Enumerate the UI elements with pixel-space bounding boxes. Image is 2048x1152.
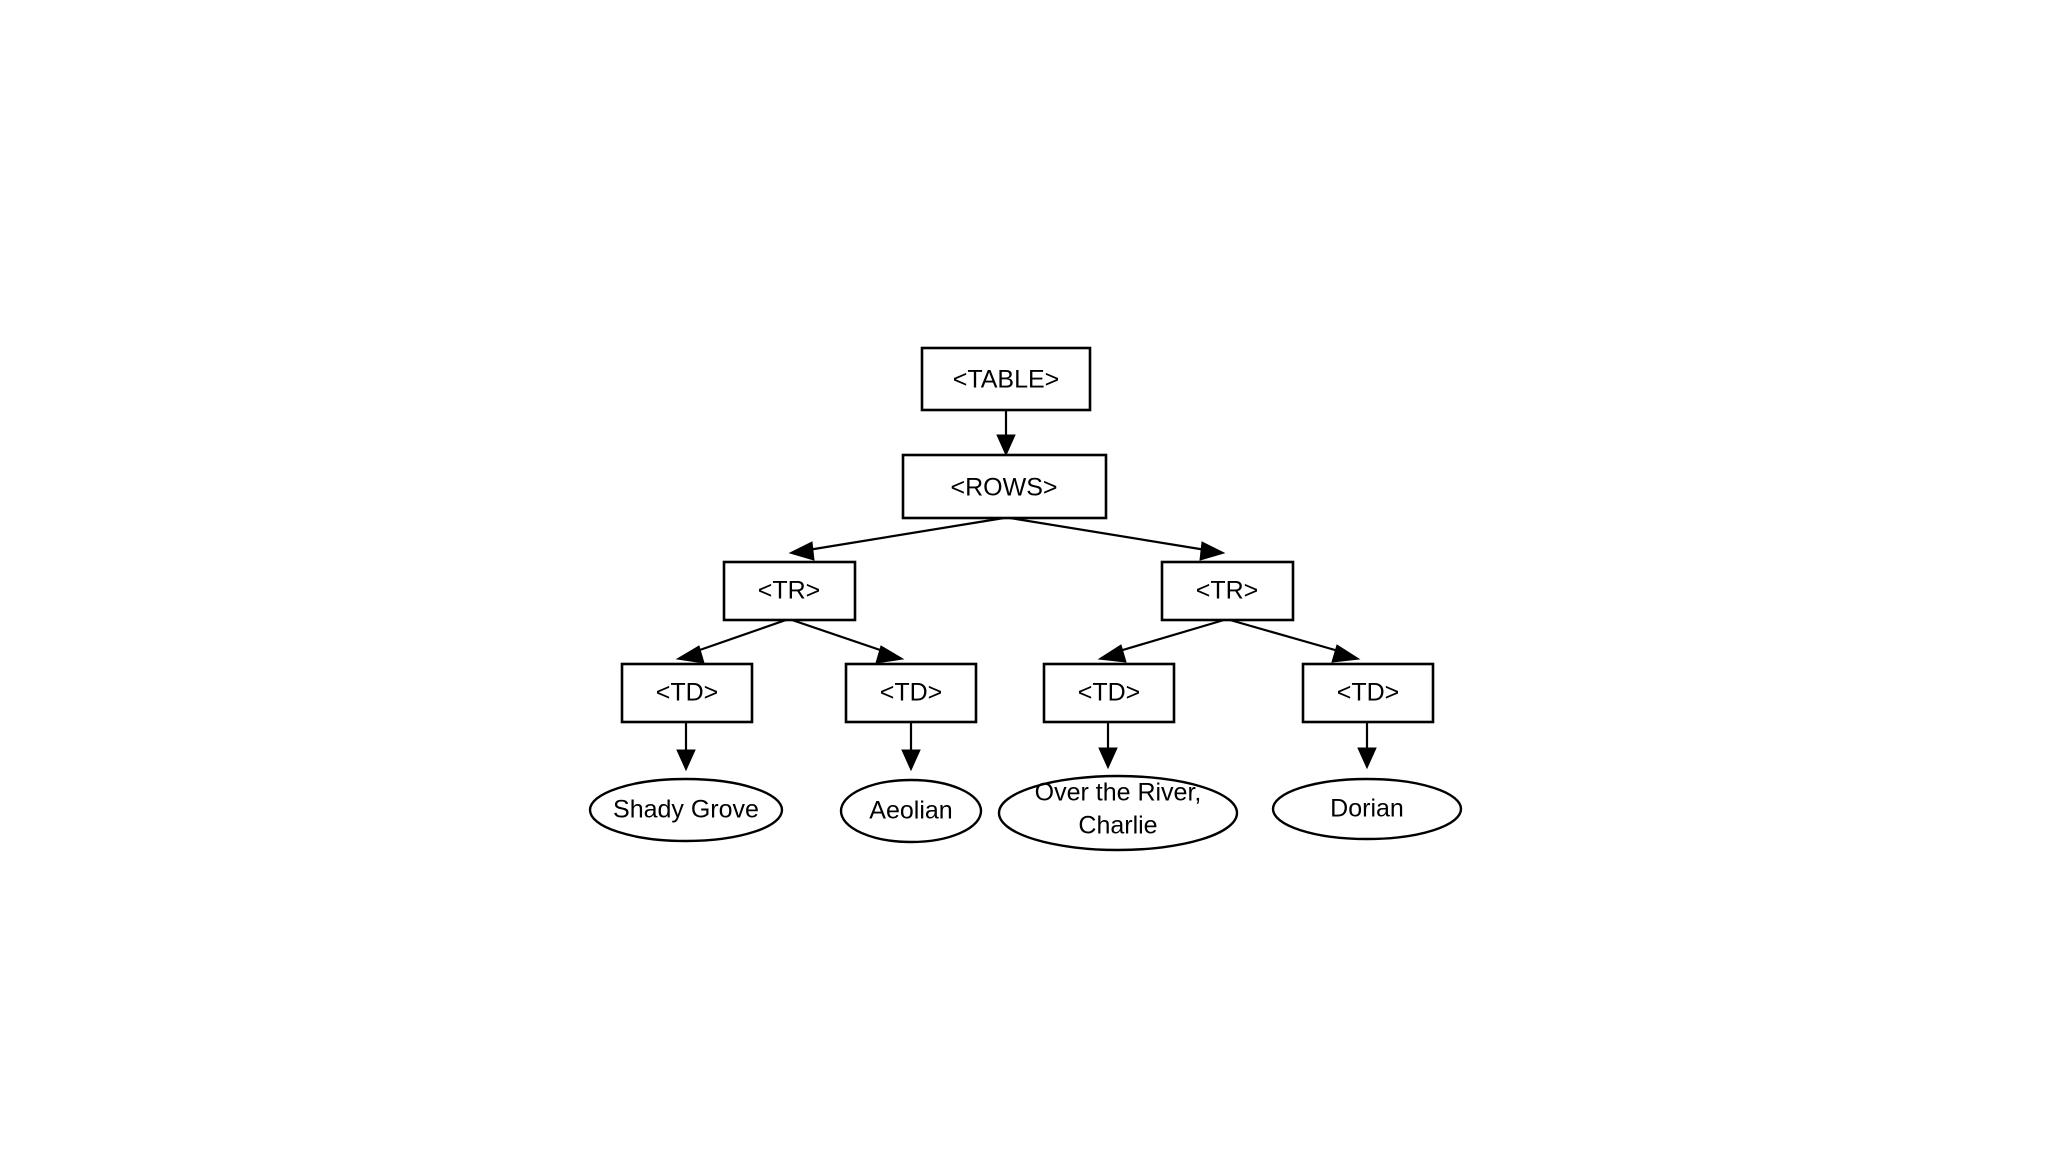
node-tr-2-label: <TR> xyxy=(1196,577,1259,605)
node-table[interactable]: <TABLE> xyxy=(920,346,1092,412)
edge-td1-to-leaf1 xyxy=(676,722,696,772)
edge-td4-to-leaf4 xyxy=(1357,722,1377,770)
node-tr-2[interactable]: <TR> xyxy=(1160,560,1295,622)
node-td-3[interactable]: <TD> xyxy=(1042,662,1176,724)
edge-table-to-rows xyxy=(996,410,1016,457)
node-leaf-aeolian-label: Aeolian xyxy=(869,797,952,825)
node-table-label: <TABLE> xyxy=(953,366,1060,394)
edge-rows-to-tr-left xyxy=(788,516,1005,561)
node-leaf-dorian-label: Dorian xyxy=(1330,795,1404,823)
node-td-1[interactable]: <TD> xyxy=(620,662,754,724)
node-rows[interactable]: <ROWS> xyxy=(901,453,1108,520)
edge-rows-to-tr-right xyxy=(1009,516,1226,561)
node-td-2[interactable]: <TD> xyxy=(844,662,978,724)
edge-tr1-to-td2 xyxy=(791,618,905,664)
node-td-4-label: <TD> xyxy=(1337,679,1400,707)
edge-tr2-to-td3 xyxy=(1097,618,1225,663)
node-leaf-dorian[interactable]: Dorian xyxy=(1271,777,1463,841)
edge-td3-to-leaf3 xyxy=(1098,722,1118,770)
node-tr-1-label: <TR> xyxy=(758,577,821,605)
node-leaf-over-the-river-charlie-label-line1: Over the River, xyxy=(1035,779,1202,807)
node-td-3-label: <TD> xyxy=(1078,679,1141,707)
node-leaf-shady-grove-label: Shady Grove xyxy=(613,796,759,824)
node-td-4[interactable]: <TD> xyxy=(1301,662,1435,724)
node-leaf-over-the-river-charlie-label-line2: Charlie xyxy=(1078,812,1157,840)
edge-tr2-to-td4 xyxy=(1229,618,1361,663)
node-td-1-label: <TD> xyxy=(656,679,719,707)
edge-tr1-to-td1 xyxy=(675,618,787,664)
node-td-2-label: <TD> xyxy=(880,679,943,707)
node-tr-1[interactable]: <TR> xyxy=(722,560,857,622)
node-leaf-shady-grove[interactable]: Shady Grove xyxy=(588,777,784,843)
node-rows-label: <ROWS> xyxy=(951,474,1058,502)
node-leaf-over-the-river-charlie[interactable]: Over the River, Charlie xyxy=(997,774,1239,852)
edge-td2-to-leaf2 xyxy=(901,722,921,772)
node-leaf-aeolian[interactable]: Aeolian xyxy=(839,778,983,844)
